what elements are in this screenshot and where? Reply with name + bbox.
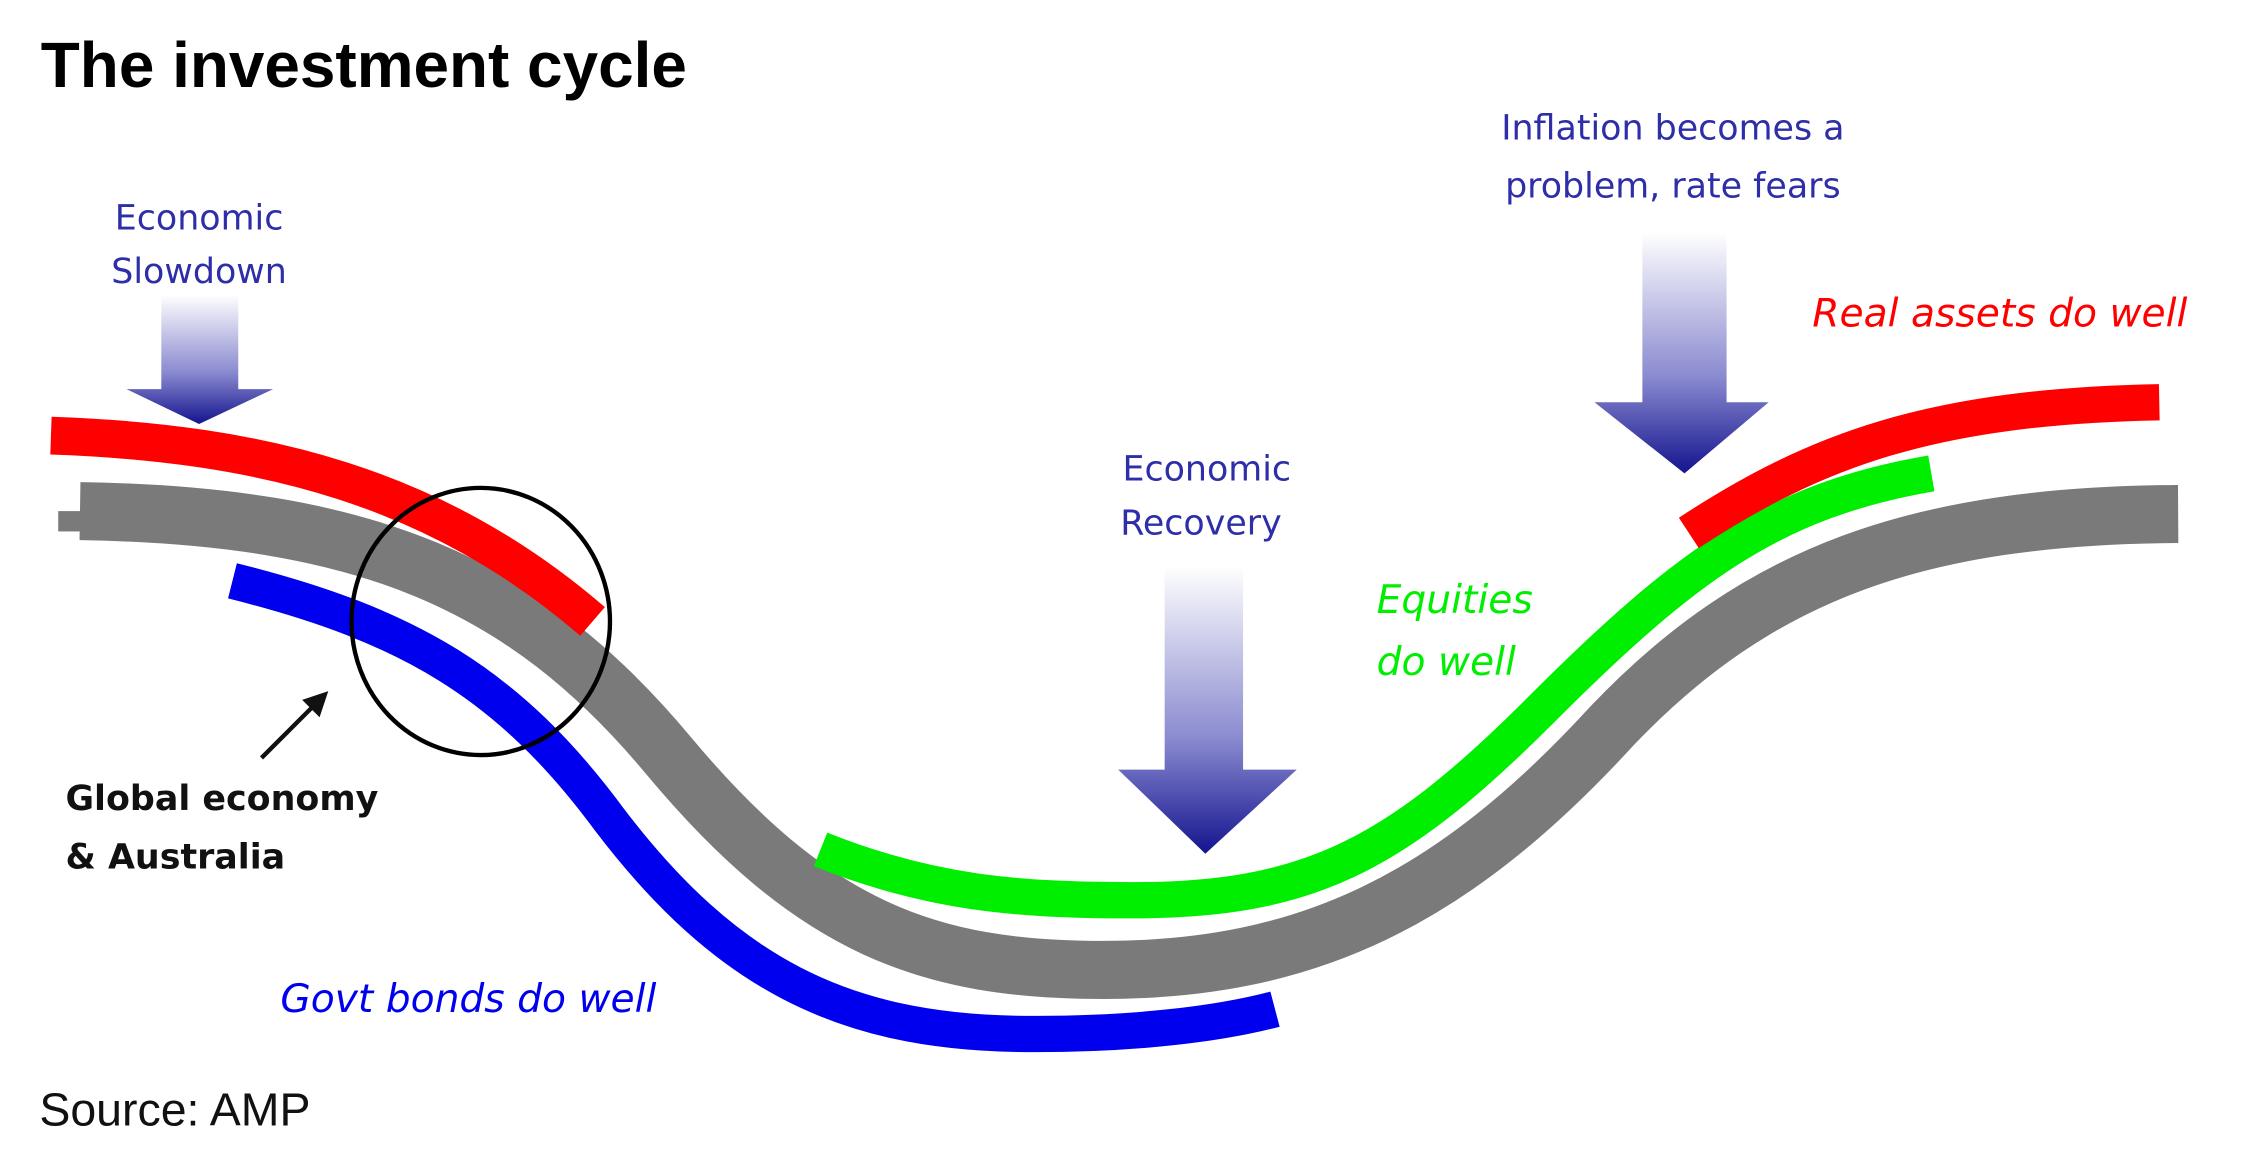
real-assets-band-right bbox=[1678, 384, 2160, 549]
govt-bonds-band bbox=[228, 563, 1280, 1053]
phase-slowdown: Economic Slowdown bbox=[111, 198, 287, 424]
economy-line-stub bbox=[58, 511, 82, 532]
label-equities-line: do well bbox=[1377, 640, 1516, 685]
economy-cycle-curve bbox=[79, 482, 2179, 999]
phase-label-line: Economic bbox=[115, 198, 284, 238]
highlight-circle bbox=[349, 485, 613, 758]
label-govt-bonds: Govt bonds do well bbox=[280, 977, 656, 1022]
down-arrow-icon bbox=[1118, 566, 1297, 854]
equities-band bbox=[813, 455, 1935, 919]
diagram-title: The investment cycle bbox=[41, 29, 687, 101]
down-arrow-icon bbox=[126, 294, 274, 424]
phase-inflation: Inflation becomes a problem, rate fears bbox=[1501, 108, 1845, 474]
down-arrow-icon bbox=[1594, 232, 1769, 474]
phase-recovery: Economic Recovery bbox=[1118, 450, 1297, 854]
phase-label-line: Economic bbox=[1122, 450, 1291, 490]
callout-label-line: Global economy bbox=[65, 779, 378, 819]
phase-label-line: problem, rate fears bbox=[1505, 166, 1841, 206]
label-real-assets: Real assets do well bbox=[1812, 292, 2187, 337]
label-equities-line: Equities bbox=[1377, 578, 1533, 623]
source-note: Source: AMP bbox=[39, 1083, 310, 1135]
economy-line bbox=[58, 482, 2179, 999]
callout-label-line: & Australia bbox=[65, 837, 285, 877]
phase-label-line: Slowdown bbox=[111, 252, 287, 292]
callout-global-economy: Global economy & Australia bbox=[65, 691, 379, 877]
phase-label-line: Inflation becomes a bbox=[1501, 108, 1844, 148]
real-assets-band-left bbox=[50, 416, 605, 636]
pointer-arrow-icon bbox=[259, 698, 322, 760]
phase-label-line: Recovery bbox=[1120, 503, 1282, 543]
